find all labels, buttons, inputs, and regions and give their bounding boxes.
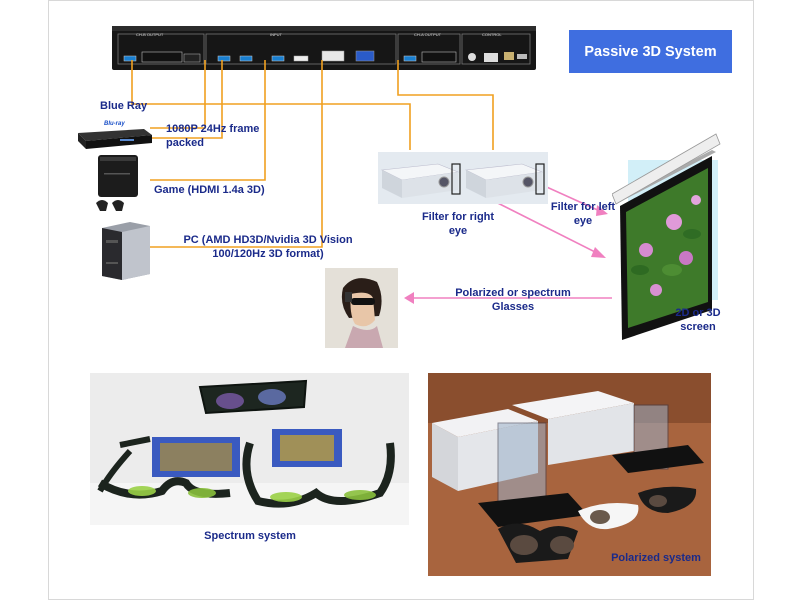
bluray-logo: Blu-ray: [104, 121, 125, 127]
projector-left: [462, 152, 548, 204]
caption-polarized: Polarized system: [611, 552, 701, 564]
game-console: [92, 155, 144, 213]
pc-tower: [100, 222, 152, 282]
device-section-input: INPUT: [270, 32, 282, 37]
projection-screen: [611, 130, 724, 345]
switch-device: CH-B OUTPUT INPUT CH-A OUTPUT CONTROL: [112, 24, 536, 72]
label-filter-right: Filter for right eye: [421, 211, 495, 237]
person-wearing-glasses: [325, 268, 398, 348]
label-1080p: 1080P 24Hz frame packed: [166, 123, 260, 149]
wire-bluray-2: [150, 60, 223, 139]
wire-game: [150, 60, 266, 181]
beam-left-eye: [539, 183, 603, 213]
label-glasses: Polarized or spectrum Glasses: [455, 287, 571, 313]
bluray-player: Blu-ray: [74, 119, 152, 149]
wire-chb-to-right-projector: [131, 60, 411, 150]
device-section-cha: CH-A OUTPUT: [414, 32, 442, 37]
label-blu-ray: Blue Ray: [100, 100, 148, 112]
spectrum-glasses-photo: [90, 373, 409, 525]
label-filter-left: Filter for left eye: [550, 201, 616, 227]
device-section-control: CONTROL: [482, 32, 502, 37]
switch-device-graphic: [112, 26, 536, 70]
title-box: Passive 3D System: [569, 30, 732, 73]
device-section-chb: CH-B OUTPUT: [136, 32, 164, 37]
polarized-system-photo: [428, 373, 711, 576]
wire-cha-to-left-projector: [397, 60, 494, 150]
label-game: Game (HDMI 1.4a 3D): [154, 184, 265, 196]
caption-spectrum: Spectrum system: [204, 530, 296, 542]
wire-bluray-1: [150, 60, 206, 129]
projector-right: [378, 152, 462, 204]
wire-pc: [150, 60, 323, 248]
label-pc: PC (AMD HD3D/Nvidia 3D Vision 100/120Hz …: [183, 234, 353, 260]
label-screen: 2D or 3D screen: [675, 307, 721, 333]
